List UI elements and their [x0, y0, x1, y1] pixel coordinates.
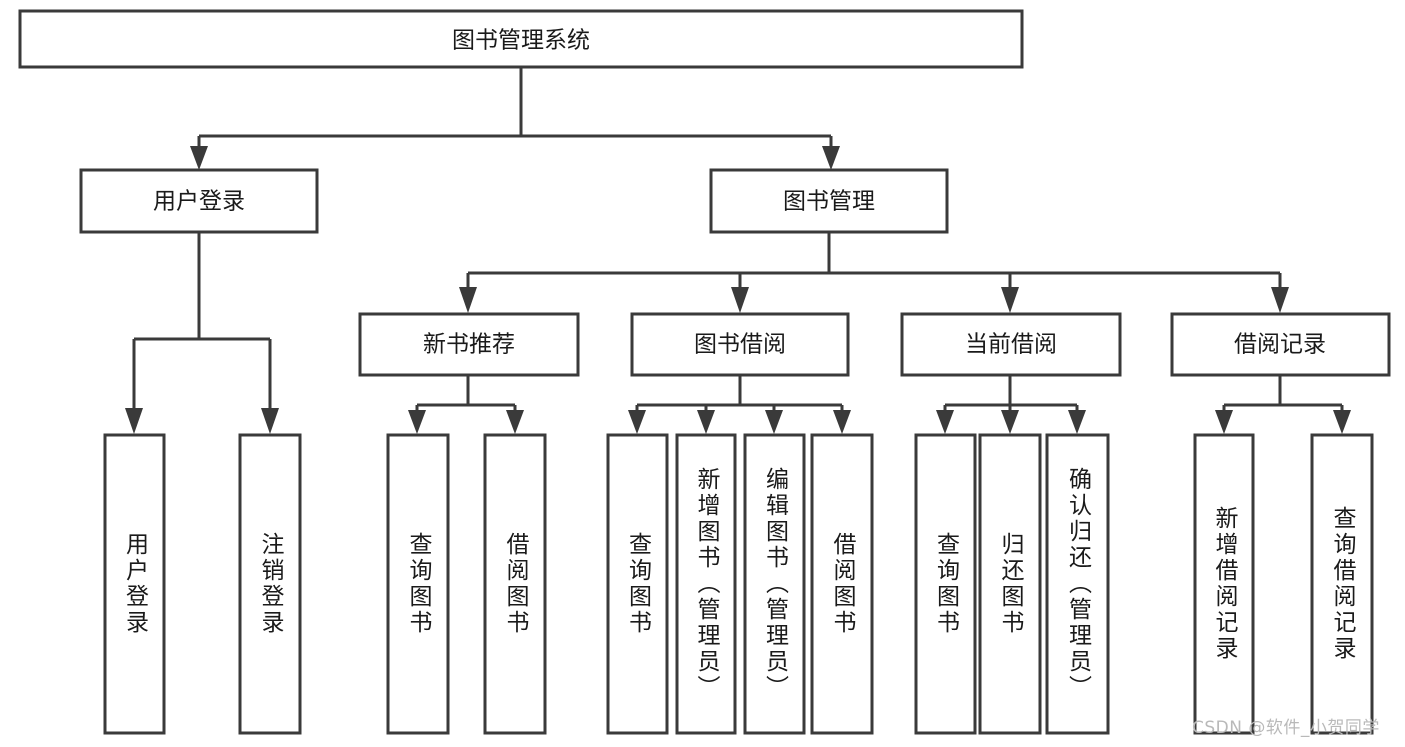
node-borrow-record-label: 借阅记录	[1234, 332, 1326, 358]
connector-group-book-borrow	[628, 375, 851, 434]
arrowhead-leaf-logout	[261, 408, 279, 434]
node-book-borrow-box[interactable]	[630, 312, 850, 377]
connector-group-user-login	[125, 232, 279, 434]
arrowhead-leaf-return-book	[1001, 410, 1019, 434]
leaf-query-book-1-box[interactable]	[386, 433, 450, 735]
leaf-add-record-box[interactable]	[1193, 433, 1255, 735]
node-current-borrow-label: 当前借阅	[965, 332, 1057, 358]
arrowhead-root-to-user-login	[190, 146, 208, 170]
leaf-borrow-book-1-box[interactable]	[483, 433, 547, 735]
connector-group-book-manage	[459, 232, 1289, 313]
leaf-query-book-3-box[interactable]	[914, 433, 977, 735]
arrowhead-leaf-query-record	[1333, 410, 1351, 434]
node-book-borrow-label: 图书借阅	[694, 332, 786, 358]
leaf-user-login-box[interactable]	[103, 433, 166, 735]
node-root-label: 图书管理系统	[452, 28, 590, 54]
node-current-borrow-box[interactable]	[900, 312, 1122, 377]
leaf-boxes	[103, 433, 1374, 735]
arrowhead-leaf-user-login	[125, 408, 143, 434]
node-user-login[interactable]: 用户登录	[79, 168, 319, 234]
leaf-borrow-book-2-box[interactable]	[810, 433, 874, 735]
node-book-manage[interactable]: 图书管理	[709, 168, 949, 234]
arrowhead-leaf-query-book-2	[628, 410, 646, 434]
arrowhead-leaf-borrow-book-2	[833, 410, 851, 434]
node-new-book-recommend-box[interactable]	[358, 312, 580, 377]
connector-group-current-borrow	[936, 375, 1086, 434]
node-new-book-recommend[interactable]: 新书推荐	[358, 312, 580, 377]
arrowhead-book-borrow	[731, 287, 749, 313]
leaf-confirm-return-box[interactable]	[1045, 433, 1110, 735]
leaf-add-book-box[interactable]	[675, 433, 737, 735]
node-user-login-box[interactable]	[79, 168, 319, 234]
node-book-manage-box[interactable]	[709, 168, 949, 234]
arrowhead-leaf-confirm-return	[1068, 410, 1086, 434]
node-borrow-record[interactable]: 借阅记录	[1170, 312, 1391, 377]
arrowhead-current-borrow	[1001, 287, 1019, 313]
arrowhead-leaf-edit-book	[765, 410, 783, 434]
node-root[interactable]: 图书管理系统	[18, 9, 1024, 69]
arrowhead-leaf-add-book	[697, 410, 715, 434]
arrowhead-root-to-book-manage	[822, 146, 840, 170]
arrowhead-leaf-query-book-1	[408, 410, 426, 434]
arrowhead-leaf-add-record	[1215, 410, 1233, 434]
leaf-return-book-box[interactable]	[978, 433, 1042, 735]
node-new-book-recommend-label: 新书推荐	[423, 332, 515, 358]
arrowhead-leaf-borrow-book-1	[506, 410, 524, 434]
arrowhead-borrow-record	[1271, 287, 1289, 313]
leaf-query-book-2-box[interactable]	[606, 433, 669, 735]
node-book-borrow[interactable]: 图书借阅	[630, 312, 850, 377]
leaf-logout-box[interactable]	[238, 433, 302, 735]
connector-group-root	[190, 67, 840, 170]
connector-group-new-book-recommend	[408, 375, 524, 434]
leaf-query-record-box[interactable]	[1310, 433, 1374, 735]
node-root-box[interactable]	[18, 9, 1024, 69]
node-current-borrow[interactable]: 当前借阅	[900, 312, 1122, 377]
leaf-edit-book-box[interactable]	[743, 433, 806, 735]
arrowhead-leaf-query-book-3	[936, 410, 954, 434]
csdn-watermark: CSDN @软件_小贺同学	[1192, 718, 1380, 738]
node-borrow-record-box[interactable]	[1170, 312, 1391, 377]
connector-group-borrow-record	[1215, 375, 1351, 434]
node-book-manage-label: 图书管理	[783, 189, 875, 215]
arrowhead-new-book-recommend	[459, 287, 477, 313]
node-user-login-label: 用户登录	[153, 189, 245, 215]
